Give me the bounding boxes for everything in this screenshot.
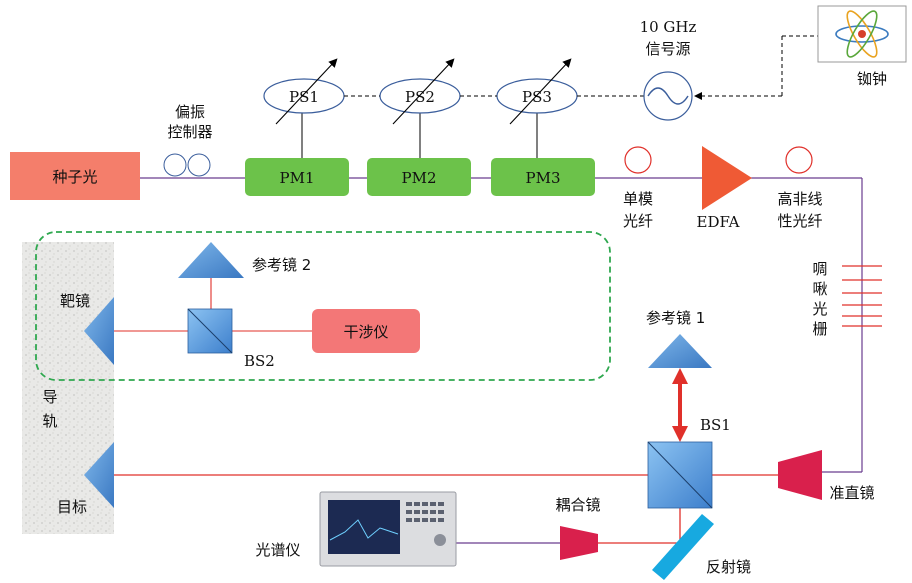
ps3-label: PS3	[522, 88, 552, 106]
grating-label-4: 栅	[812, 320, 827, 338]
single-mode-fiber-label-2: 光纤	[623, 212, 653, 230]
spectrometer-label: 光谱仪	[255, 541, 300, 559]
pm3-label: PM3	[526, 169, 561, 187]
polarization-loop-2	[187, 153, 211, 177]
rail-label-2: 轨	[42, 412, 57, 430]
sine-wave-icon	[647, 87, 689, 105]
target-label: 目标	[57, 498, 87, 516]
reference-mirror-2-label: 参考镜 2	[252, 256, 311, 274]
hnlf-label-2: 性光纤	[777, 212, 822, 230]
grating-label-3: 光	[812, 300, 827, 318]
clock-label: 铷钟	[857, 70, 887, 88]
interferometer-label: 干涉仪	[343, 323, 388, 341]
coupler	[560, 526, 598, 560]
reference-mirror-1	[648, 334, 712, 368]
collimator	[778, 450, 822, 500]
edfa-label: EDFA	[697, 213, 740, 231]
reflector-label: 反射镜	[706, 558, 751, 576]
ps2-label: PS2	[405, 88, 435, 106]
interferometer-box	[312, 309, 420, 353]
polarization-label-2: 控制器	[167, 123, 212, 141]
hnlf-label-1: 高非线	[777, 190, 822, 208]
pm3-box	[491, 158, 595, 196]
bs1-label: BS1	[700, 416, 731, 434]
hnlf-loop	[785, 146, 813, 174]
single-mode-fiber-label-1: 单模	[623, 190, 653, 208]
bs2-label: BS2	[244, 352, 275, 370]
collimator-label: 准直镜	[829, 484, 874, 502]
spectrometer-device	[319, 491, 457, 567]
target-mirror-prism	[84, 297, 114, 365]
reflector-mirror	[652, 514, 714, 580]
bidirectional-beam-arrow	[672, 368, 688, 442]
polarization-loop-1	[163, 153, 187, 177]
interferometer-module-box	[35, 231, 611, 381]
signal-source-label-1: 10 GHz	[640, 18, 697, 36]
seed-light-box	[10, 152, 140, 200]
reference-mirror-2	[178, 242, 244, 278]
single-mode-fiber-loop	[624, 146, 652, 174]
ps3-arrow	[509, 58, 572, 125]
pm1-box	[245, 158, 349, 196]
pm2-box	[367, 158, 471, 196]
grating-label-2: 啾	[812, 280, 827, 298]
chirped-grating	[842, 265, 882, 327]
signal-source-label-2: 信号源	[645, 40, 690, 58]
bs2-diagonal	[187, 308, 233, 354]
coupler-label: 耦合镜	[555, 496, 600, 514]
target-prism	[84, 442, 114, 508]
reference-mirror-1-label: 参考镜 1	[646, 309, 705, 327]
pm2-label: PM2	[402, 169, 437, 187]
ps2-arrow	[392, 58, 455, 125]
pm1-label: PM1	[280, 169, 315, 187]
grating-label-1: 啁	[812, 260, 827, 278]
atom-icon	[835, 10, 889, 58]
bs1-diagonal	[647, 441, 713, 509]
rail-label-1: 导	[42, 388, 57, 406]
seed-light-label: 种子光	[52, 168, 97, 186]
edfa-amplifier	[702, 146, 752, 210]
target-mirror-label: 靶镜	[60, 292, 90, 310]
ps1-label: PS1	[289, 88, 319, 106]
ps1-arrow	[275, 58, 338, 125]
polarization-label-1: 偏振	[175, 103, 205, 121]
